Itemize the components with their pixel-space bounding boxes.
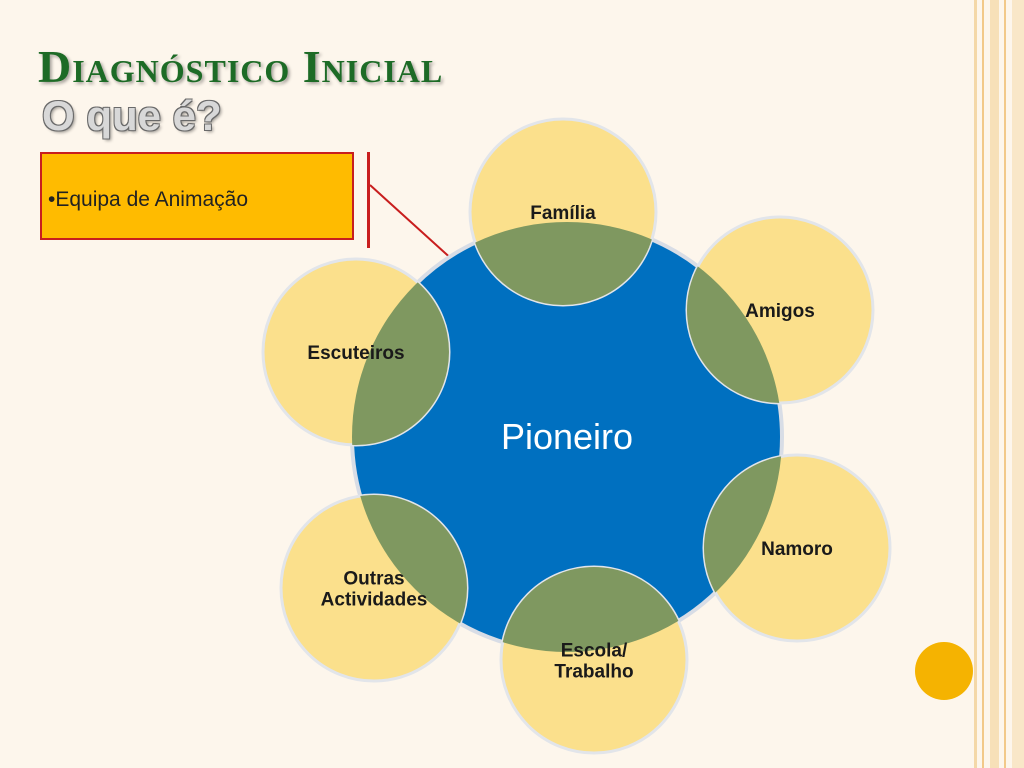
satellite-escuteiros: Escuteiros <box>261 257 451 447</box>
callout-text: •Equipa de Animação <box>48 188 248 211</box>
accent-dot <box>915 642 973 700</box>
overlap-region <box>501 567 687 652</box>
callout-connector-line <box>369 184 456 263</box>
decorative-stripes <box>974 0 1024 768</box>
callout-bracket <box>367 152 370 248</box>
satellite-label: Escola/ <box>561 641 628 662</box>
satellite-label: Namoro <box>761 539 833 560</box>
stripe <box>990 0 999 768</box>
center-label: Pioneiro <box>501 416 633 457</box>
overlap-region <box>470 222 656 305</box>
callout-box: •Equipa de Animação <box>40 152 354 240</box>
satellite-label: Actividades <box>321 590 428 611</box>
satellite-label: Outras <box>343 569 404 590</box>
satellite-familia: Família <box>468 117 658 307</box>
satellite-label: Amigos <box>745 301 815 322</box>
satellite-amigos: Amigos <box>685 215 875 405</box>
satellite-namoro: Namoro <box>702 453 892 643</box>
satellite-label: Escuteiros <box>307 343 404 364</box>
satellite-label: Trabalho <box>554 662 633 683</box>
satellite-layer: FamíliaAmigosNamoroEscola/TrabalhoOutras… <box>261 117 892 755</box>
satellite-label: Família <box>530 203 596 224</box>
slide-title: Diagnóstico Inicial <box>38 41 444 92</box>
slide-subtitle: O que é? <box>42 92 222 139</box>
stripe <box>974 0 977 768</box>
stripe <box>1004 0 1006 768</box>
stripe <box>1012 0 1024 768</box>
satellite-escola-trabalho: Escola/Trabalho <box>499 565 689 755</box>
stripe <box>982 0 984 768</box>
